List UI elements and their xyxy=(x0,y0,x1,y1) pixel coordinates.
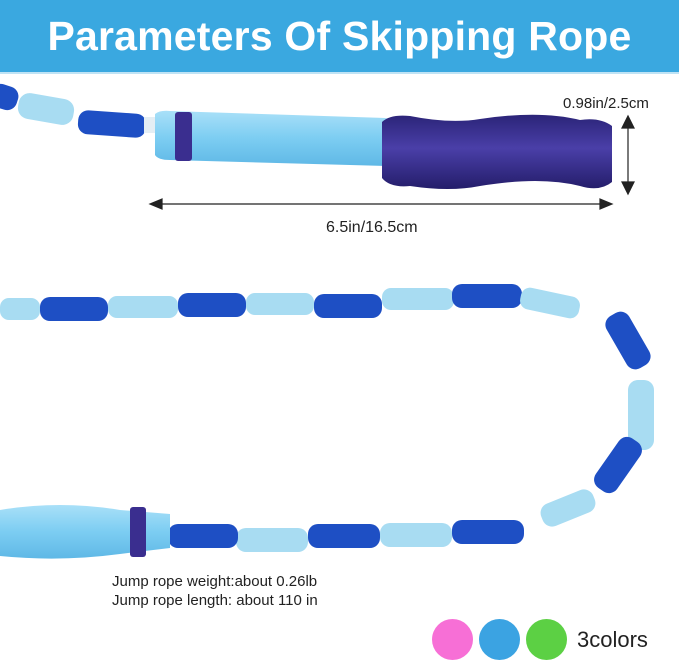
skipping-rope-illustration xyxy=(0,83,654,559)
color-options: 3colors xyxy=(432,619,648,660)
horizontal-dimension-arrow xyxy=(148,198,614,210)
page-title: Parameters Of Skipping Rope xyxy=(47,12,632,59)
colors-count-label: 3colors xyxy=(577,626,648,652)
vertical-dimension-arrow xyxy=(621,114,635,196)
length-spec: Jump rope length: about 110 in xyxy=(112,592,318,609)
bottom-handle xyxy=(0,505,170,559)
upper-rope-beads xyxy=(0,83,158,138)
blue-swatch xyxy=(479,619,520,660)
rope-loop-beads xyxy=(0,284,654,552)
weight-spec: Jump rope weight:about 0.26lb xyxy=(112,573,318,590)
pink-swatch xyxy=(432,619,473,660)
green-swatch xyxy=(526,619,567,660)
banner-divider xyxy=(0,72,679,74)
title-banner: Parameters Of Skipping Rope xyxy=(0,0,679,72)
top-handle xyxy=(155,110,612,189)
handle-length-label: 6.5in/16.5cm xyxy=(326,219,418,236)
specs-block: Jump rope weight:about 0.26lb Jump rope … xyxy=(112,572,318,610)
handle-diameter-label: 0.98in/2.5cm xyxy=(563,95,649,112)
